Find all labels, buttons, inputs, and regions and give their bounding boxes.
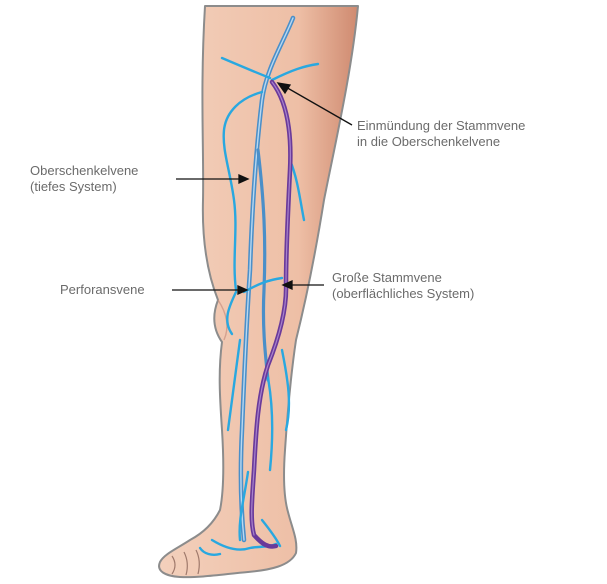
label-perforator-line1: Perforansvene [60,282,145,298]
label-femoral-line2: (tiefes System) [30,179,138,195]
label-great-saphenous: Große Stammvene (oberflächliches System) [332,270,474,302]
label-confluence-line2: in die Oberschenkelvene [357,134,525,150]
label-perforator: Perforansvene [60,282,145,298]
label-saphenous-line2: (oberflächliches System) [332,286,474,302]
label-confluence-line1: Einmündung der Stammvene [357,118,525,134]
label-femoral-line1: Oberschenkelvene [30,163,138,179]
label-femoral-vein: Oberschenkelvene (tiefes System) [30,163,138,195]
label-confluence: Einmündung der Stammvene in die Obersche… [357,118,525,150]
leg-silhouette [159,6,358,577]
label-saphenous-line1: Große Stammvene [332,270,474,286]
